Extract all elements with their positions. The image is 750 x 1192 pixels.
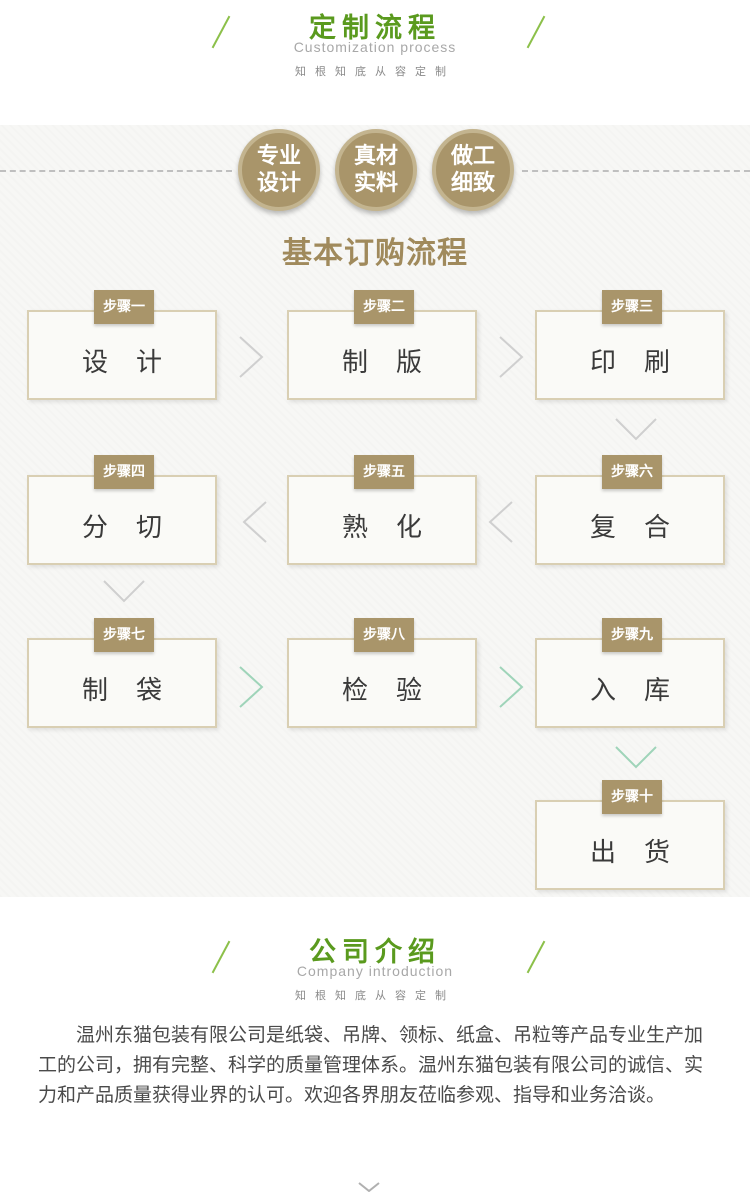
chevron-right-icon bbox=[239, 336, 264, 378]
step-name: 制版 bbox=[341, 348, 450, 378]
step-name: 检验 bbox=[341, 676, 450, 706]
step-badge-5: 步骤五 bbox=[354, 455, 414, 489]
step-name: 复合 bbox=[589, 513, 698, 543]
step-name: 熟化 bbox=[341, 513, 450, 543]
step-badge-7: 步骤七 bbox=[94, 618, 154, 652]
company-intro-text: 温州东猫包装有限公司是纸袋、吊牌、领标、纸盒、吊粒等产品专业生产加工的公司，拥有… bbox=[38, 1024, 704, 1106]
step-badge-10: 步骤十 bbox=[602, 780, 662, 814]
step-name: 出货 bbox=[589, 838, 698, 868]
step-name: 设计 bbox=[81, 348, 190, 378]
chevron-left-icon bbox=[242, 501, 267, 543]
dashed-line-left bbox=[0, 170, 232, 172]
badge-circle-fine-work: 做工细致 bbox=[432, 129, 514, 211]
chevron-left-icon bbox=[488, 501, 513, 543]
badge-circle-professional-design: 专业设计 bbox=[238, 129, 320, 211]
chevron-down-icon bbox=[103, 580, 145, 603]
section-motto: 知根知底从容定制 bbox=[295, 989, 455, 1002]
step-badge-2: 步骤二 bbox=[354, 290, 414, 324]
step-name: 分切 bbox=[81, 513, 190, 543]
dashed-line-right bbox=[522, 170, 750, 172]
company-header: 公司介绍 Company introduction 知根知底从容定制 bbox=[0, 925, 750, 1015]
chevron-right-icon bbox=[499, 666, 524, 708]
step-badge-4: 步骤四 bbox=[94, 455, 154, 489]
step-name: 印刷 bbox=[589, 348, 698, 378]
step-box-5: 熟化 bbox=[287, 475, 477, 565]
step-badge-6: 步骤六 bbox=[602, 455, 662, 489]
step-badge-1: 步骤一 bbox=[94, 290, 154, 324]
section-motto: 知根知底从容定制 bbox=[295, 65, 455, 78]
step-badge-8: 步骤八 bbox=[354, 618, 414, 652]
section-subtitle: Customization process bbox=[293, 39, 457, 55]
section-subtitle: Company introduction bbox=[296, 963, 454, 979]
flow-title: 基本订购流程 bbox=[282, 236, 468, 271]
step-badge-9: 步骤九 bbox=[602, 618, 662, 652]
chevron-right-icon bbox=[499, 336, 524, 378]
step-box-1: 设计 bbox=[27, 310, 217, 400]
step-box-3: 印刷 bbox=[535, 310, 725, 400]
badge-circle-real-materials: 真材实料 bbox=[335, 129, 417, 211]
section-title: 定制流程 bbox=[309, 13, 441, 44]
step-box-10: 出货 bbox=[535, 800, 725, 890]
chevron-down-icon bbox=[358, 1182, 380, 1192]
process-panel: 专业设计 真材实料 做工细致 基本订购流程 设计 步骤一 制版 步骤二 印刷 步… bbox=[0, 125, 750, 897]
chevron-down-icon bbox=[615, 418, 657, 441]
step-box-7: 制袋 bbox=[27, 638, 217, 728]
section-title: 公司介绍 bbox=[309, 937, 441, 968]
chevron-down-icon bbox=[615, 746, 657, 769]
step-name: 制袋 bbox=[81, 676, 190, 706]
chevron-right-icon bbox=[239, 666, 264, 708]
customization-header: 定制流程 Customization process 知根知底从容定制 bbox=[0, 0, 750, 90]
step-badge-3: 步骤三 bbox=[602, 290, 662, 324]
step-name: 入库 bbox=[589, 676, 698, 706]
step-box-6: 复合 bbox=[535, 475, 725, 565]
step-box-8: 检验 bbox=[287, 638, 477, 728]
step-box-4: 分切 bbox=[27, 475, 217, 565]
